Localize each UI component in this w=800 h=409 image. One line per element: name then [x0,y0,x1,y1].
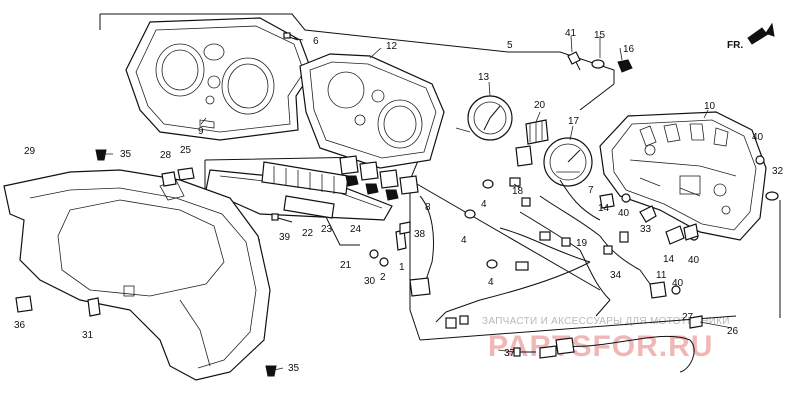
screw-39 [271,213,293,223]
callout-label-29: 29 [24,146,36,157]
callout-label-22: 22 [302,228,314,239]
arrow-icon [747,22,775,45]
callout-label-25: 25 [180,145,192,156]
callout-label-10: 10 [704,101,716,112]
bulb-2 [379,257,389,267]
callout-label-16: 16 [623,44,635,55]
callout-label-13: 13 [478,72,490,83]
callout-label-34: 34 [610,270,622,281]
callout-label-21: 21 [340,260,352,271]
callout-label-4c: 4 [488,277,494,288]
callout-label-36: 36 [14,320,26,331]
clip-28 [161,171,177,187]
callout-label-20: 20 [534,100,546,111]
callout-label-31: 31 [82,330,94,341]
front-direction-arrow: FR. [727,22,775,51]
callout-label-2: 2 [380,272,386,283]
bracket-14-right [665,223,699,245]
indicator-panel-21 [205,161,393,221]
callout-label-4a: 4 [481,199,487,210]
watermark-text: ЗАПЧАСТИ И АКСЕССУАРЫ ДЛЯ МОТОТЕХНИКИ [482,316,730,327]
callout-label-33: 33 [640,224,652,235]
wiring-harness-19 [435,177,651,329]
callout-label-4b: 4 [461,235,467,246]
bulb-30 [369,249,379,259]
callout-label-18: 18 [512,186,524,197]
callout-label-17: 17 [568,116,580,127]
washer-15 [591,59,605,69]
screw-6 [283,32,299,41]
callout-label-5: 5 [507,40,513,51]
speedometer-cable-26 [539,335,695,373]
callout-label-12: 12 [386,41,398,52]
callout-label-39: 39 [279,232,291,243]
clip-27 [689,315,703,329]
meter-cover-29 [3,169,271,381]
callout-label-28: 28 [160,150,172,161]
callout-leaders [104,35,733,371]
nut-16 [617,59,633,73]
watermark-logo: PARTSFOR.RU [488,330,713,363]
connector-8 [409,195,434,297]
callout-label-32: 32 [772,166,784,177]
callout-label-7: 7 [588,185,594,196]
gauge-13 [455,95,513,141]
callout-label-1: 1 [399,262,405,273]
screw-40-mid [621,193,631,203]
callout-label-35b: 35 [288,363,300,374]
callout-label-8: 8 [425,202,431,213]
bulb-18 [515,145,533,167]
bulb-38 [399,221,411,235]
screw-40-upper [755,155,765,165]
pad-25 [177,167,195,181]
bracket-33 [639,205,657,223]
callout-label-40b: 40 [618,208,630,219]
gauge-17 [543,137,593,187]
callout-label-11: 11 [656,270,667,281]
callout-label-35a: 35 [120,149,132,160]
callout-label-40c: 40 [688,255,700,266]
meter-case-9 [125,17,313,141]
bolt-41 [567,51,581,71]
socket-row-24 [339,155,419,201]
bracket-14-left [599,193,615,209]
callout-label-19: 19 [576,238,588,249]
callout-label-24: 24 [350,224,362,235]
callout-label-30: 30 [364,276,376,287]
socket-20 [525,119,549,145]
front-direction-label: FR. [727,40,743,51]
grommet-36 [15,295,33,313]
callout-label-15: 15 [594,30,606,41]
grommet-32 [765,191,779,201]
screw-35-lower [265,365,277,377]
screw-35-upper [95,149,107,161]
callout-label-14a: 14 [598,203,610,214]
grommet-31 [87,297,101,317]
callout-label-9: 9 [198,126,204,137]
callout-label-14b: 14 [663,254,675,265]
grommet-11 [649,281,667,299]
screw-40-bottom [671,285,681,295]
callout-label-40a: 40 [752,132,764,143]
callout-label-23: 23 [321,224,333,235]
callout-label-26: 26 [727,326,739,337]
callout-label-6: 6 [313,36,319,47]
callout-label-40d: 40 [672,278,684,289]
instrument-housing-10 [599,111,767,241]
callout-label-27: 27 [682,312,694,323]
callout-label-38: 38 [414,229,426,240]
meter-panel-12 [299,53,445,169]
callout-label-41: 41 [565,28,577,39]
callout-label-37: 37 [504,348,516,359]
